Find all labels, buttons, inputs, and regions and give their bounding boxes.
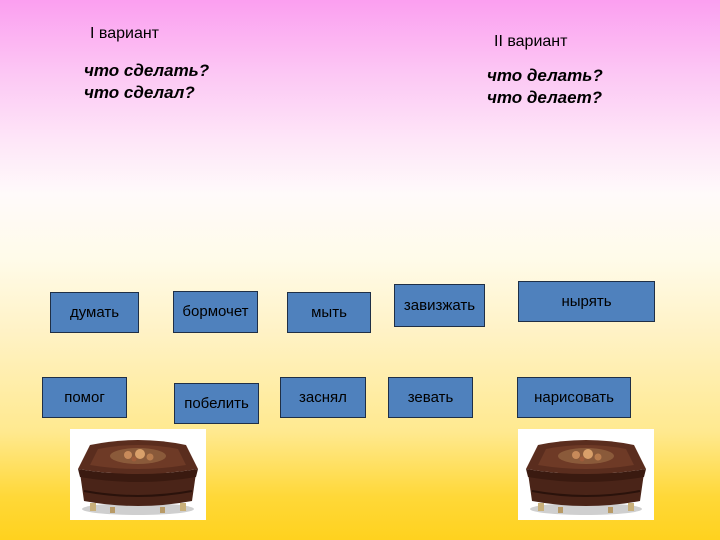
word-card-pobelit[interactable]: побелить [174, 383, 259, 424]
word-card-bormochet[interactable]: бормочет [173, 291, 258, 333]
variant-1-question-2: что сделал? [84, 83, 195, 102]
word-card-zevat[interactable]: зевать [388, 377, 473, 418]
variant-2-question-1: что делать? [487, 66, 603, 85]
variant-1-question-1: что сделать? [84, 61, 210, 80]
jewelry-box-left[interactable] [70, 429, 206, 520]
variant-1-title: I вариант [90, 25, 160, 42]
variant-2-questions: что делать? что делает? [487, 65, 603, 109]
word-card-myt[interactable]: мыть [287, 292, 371, 333]
word-card-zasnyal[interactable]: заснял [280, 377, 366, 418]
variant-2-title: II вариант [494, 33, 568, 50]
word-card-zavizzhat[interactable]: завизжать [394, 284, 485, 327]
word-card-nyryat[interactable]: нырять [518, 281, 655, 322]
word-card-pomog[interactable]: помог [42, 377, 127, 418]
jewelry-box-icon [526, 440, 646, 515]
variant-2-question-2: что делает? [487, 88, 603, 107]
jewelry-box-icon [78, 440, 198, 515]
word-card-dumat[interactable]: думать [50, 292, 139, 333]
jewelry-box-right[interactable] [518, 429, 654, 520]
word-card-narisovat[interactable]: нарисовать [517, 377, 631, 418]
variant-1-questions: что сделать? что сделал? [84, 60, 209, 104]
